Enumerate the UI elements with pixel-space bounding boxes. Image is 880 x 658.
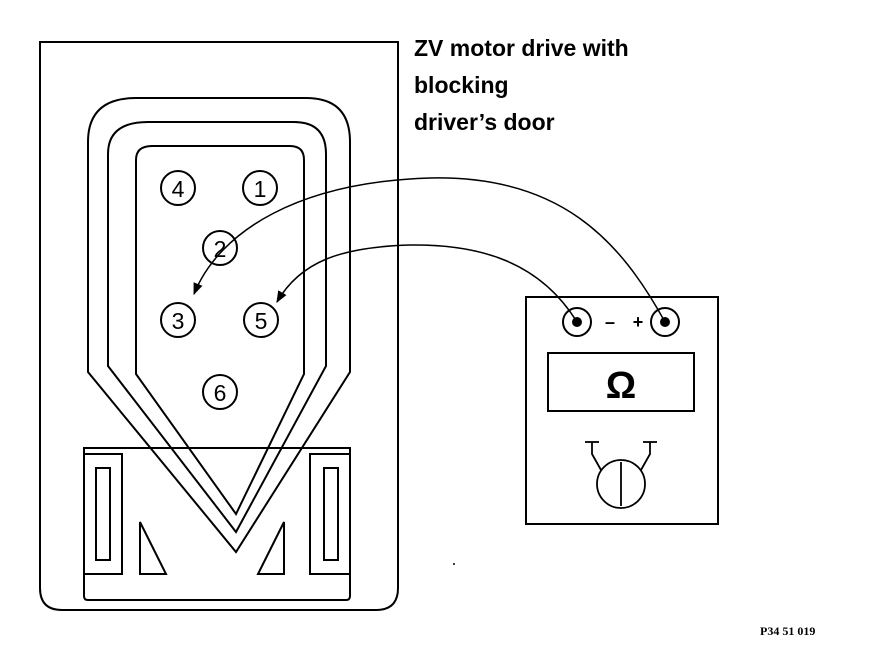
left-latch-inner: [95, 467, 111, 561]
housing-frame-outer: [87, 97, 351, 554]
pin-5: 5: [243, 302, 279, 338]
left-key-triangle: [139, 521, 168, 575]
ohmmeter-body: [525, 296, 719, 525]
pin-3-label: 3: [172, 308, 185, 334]
test-leads: [193, 177, 666, 323]
selector-dial: [585, 441, 657, 509]
pin-1-label: 1: [254, 176, 267, 202]
housing-base-inner: [83, 447, 351, 601]
connector-housing: [39, 41, 399, 611]
pin-field-outline: [135, 145, 305, 516]
pin-4: 4: [160, 170, 196, 206]
housing-outer: [39, 41, 399, 611]
right-latch-outer: [309, 453, 350, 575]
pin-6: 6: [202, 374, 238, 410]
speck-dot: [453, 563, 455, 565]
pin-3: 3: [160, 302, 196, 338]
pin-1: 1: [242, 170, 278, 206]
pin-4-label: 4: [172, 176, 185, 202]
plus-terminal: [650, 307, 680, 337]
right-latch-inner: [323, 467, 339, 561]
left-latch-outer: [84, 453, 123, 575]
figure-code: P34 51 019: [760, 624, 816, 638]
right-key-triangle: [256, 521, 285, 575]
pin-2: 2: [202, 230, 238, 266]
connector-pins: 4 1 2 3 5 6: [160, 170, 279, 410]
pin-5-label: 5: [255, 308, 268, 334]
ohm-symbol: Ω: [606, 365, 636, 407]
title-line-3: driver’s door: [414, 109, 555, 135]
title-line-2: blocking: [414, 72, 509, 98]
ohmmeter: – + Ω: [525, 296, 719, 525]
title-line-1: ZV motor drive with: [414, 35, 629, 61]
plus-label: +: [633, 312, 644, 332]
housing-frame-middle: [107, 121, 327, 534]
minus-label: –: [605, 312, 615, 332]
ohmmeter-display: [547, 352, 695, 412]
diagram-title: ZV motor drive with blocking driver’s do…: [414, 30, 629, 141]
minus-terminal: [562, 307, 592, 337]
plus-lead-to-pin-3: [193, 177, 666, 323]
minus-lead-to-pin-5: [276, 244, 578, 323]
pin-6-label: 6: [214, 380, 227, 406]
